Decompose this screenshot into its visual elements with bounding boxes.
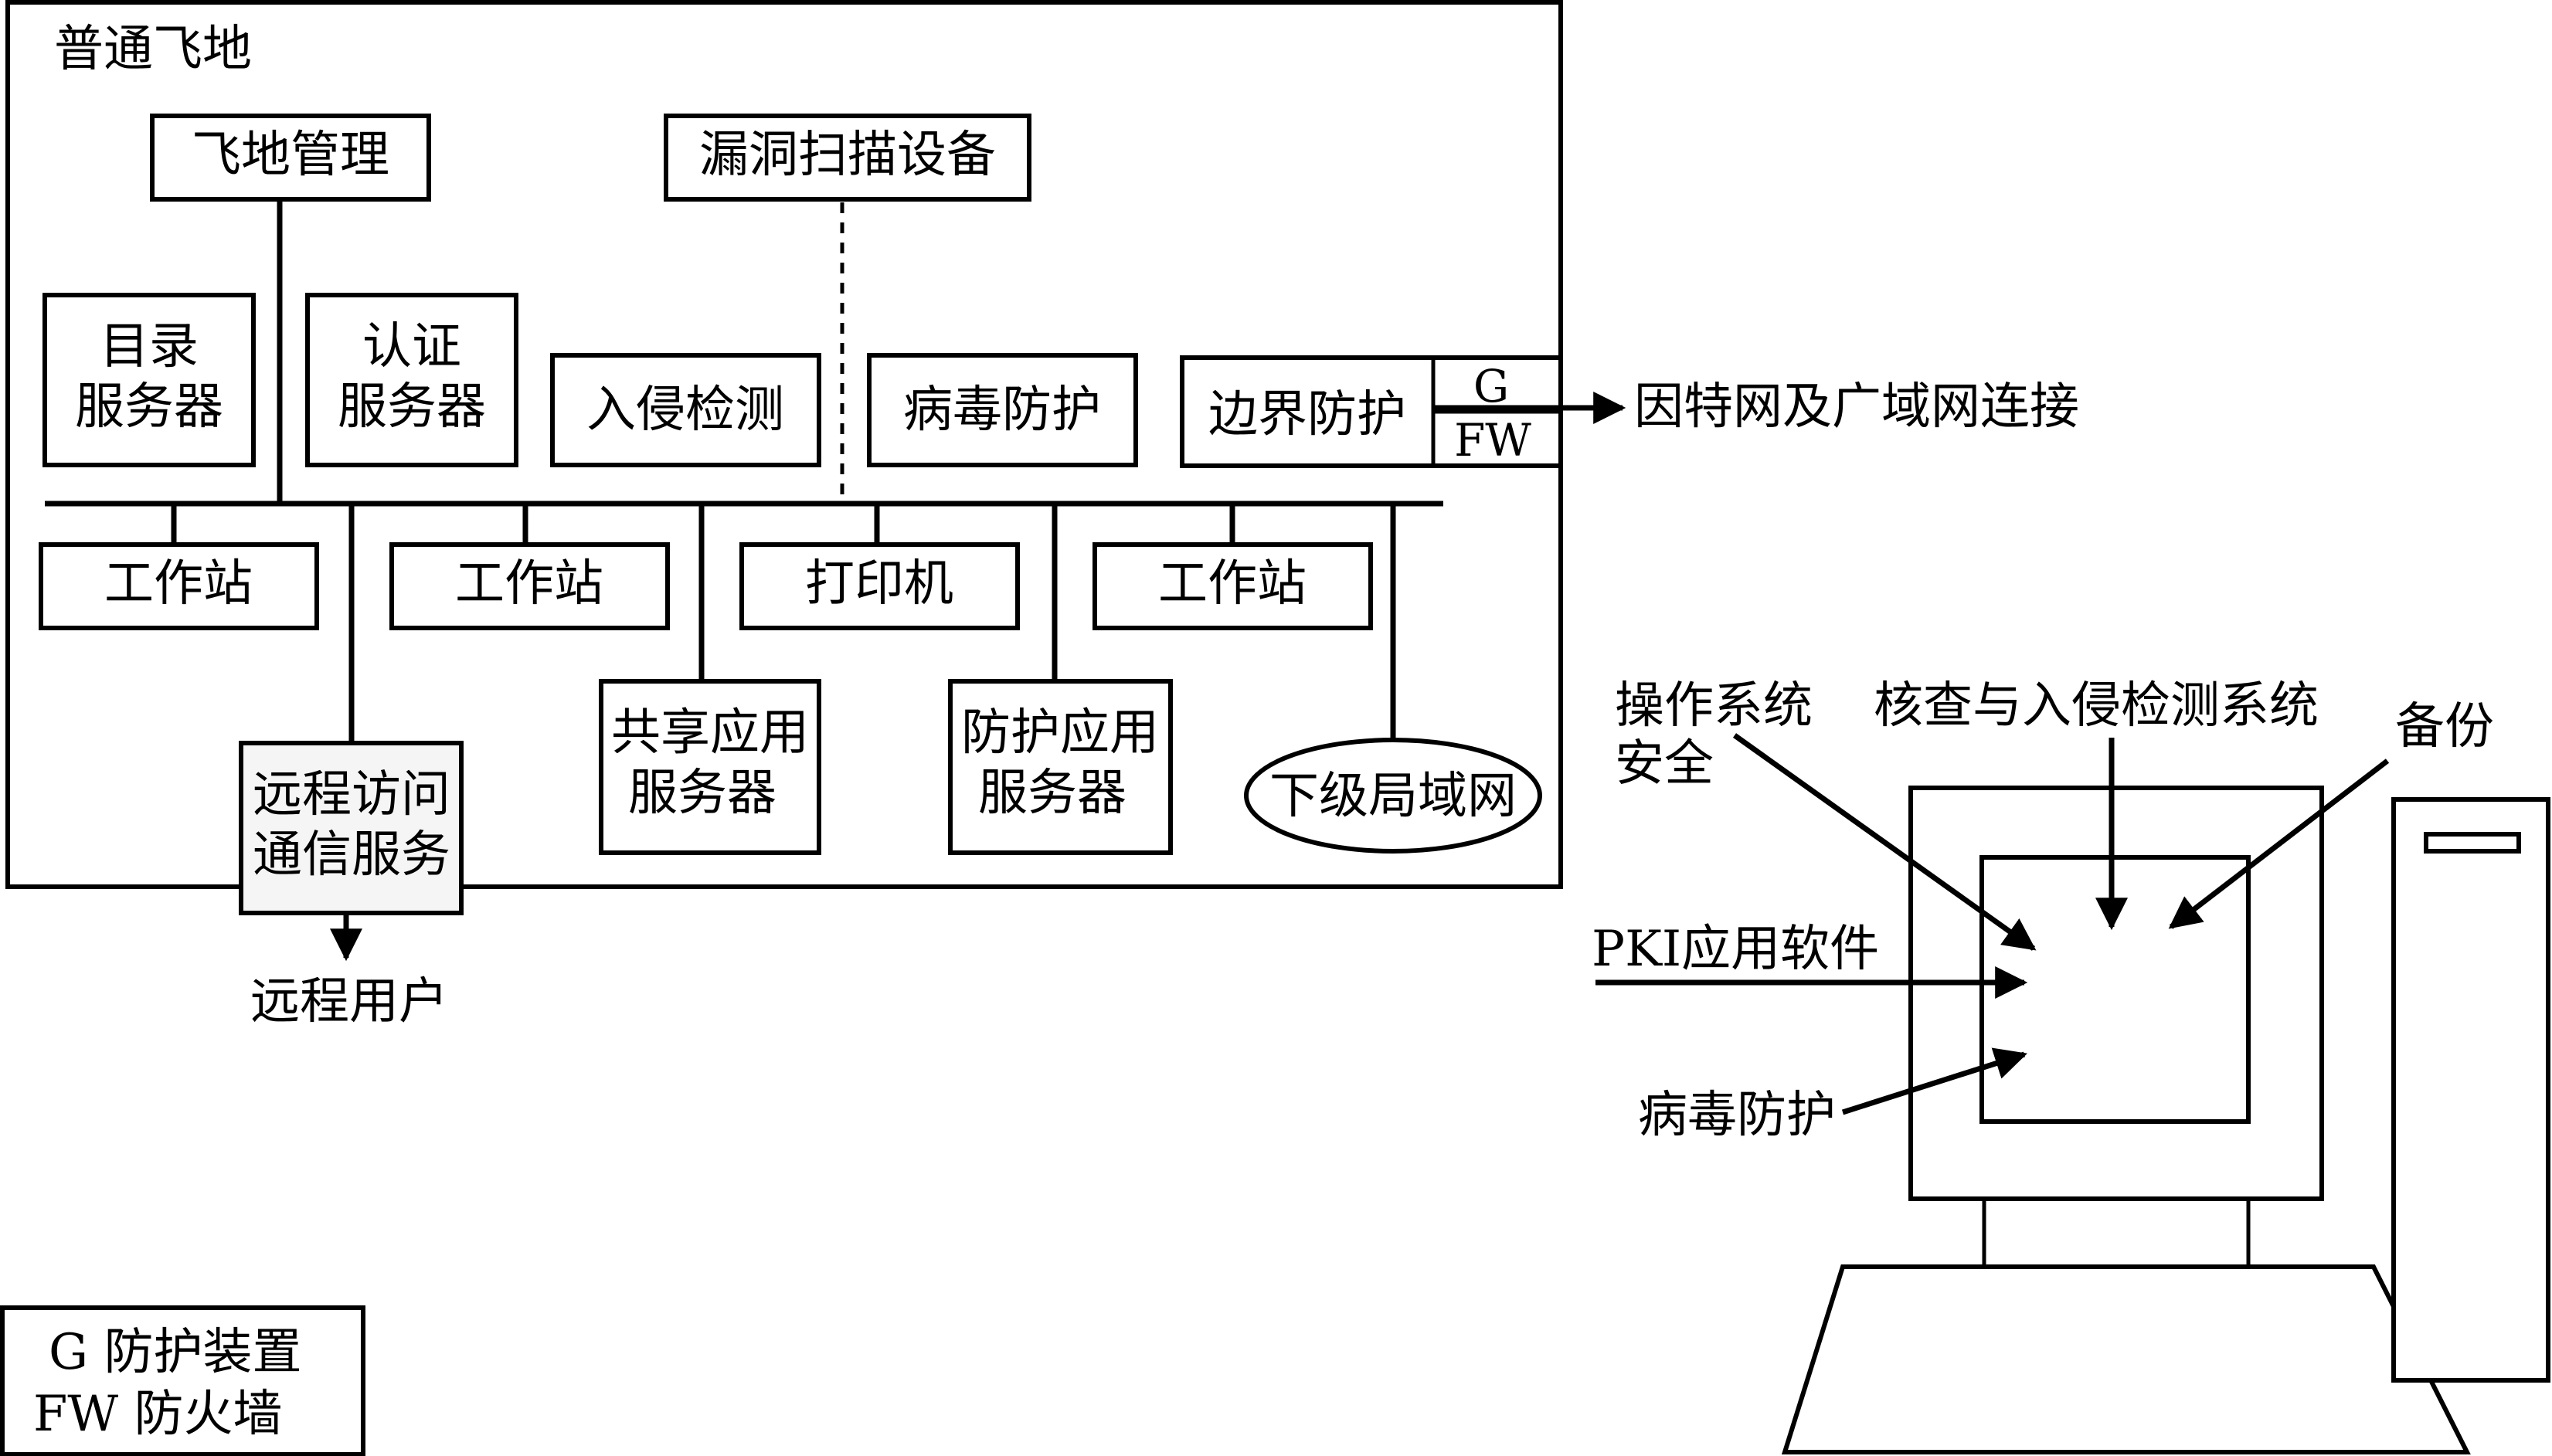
legend-box [0, 1305, 365, 1456]
shared-app-server-label-2: 服务器 [628, 765, 776, 822]
boundary-protection-label: 边界防护 [1208, 386, 1406, 443]
printer-label: 打印机 [805, 555, 953, 613]
workstation-3-label: 工作站 [1158, 555, 1307, 613]
desk-base [1781, 1264, 2471, 1454]
g-label: G [1473, 360, 1509, 412]
workstation-1-label: 工作站 [104, 555, 253, 613]
remote-access-label-1: 远程访问 [253, 766, 450, 823]
legend-fw: FW 防火墙 [33, 1386, 283, 1443]
legend-g: G 防护装置 [49, 1324, 301, 1381]
intrusion-detection-box [550, 353, 821, 467]
protection-app-server-label-1: 防护应用 [961, 704, 1159, 762]
os-security-label-2: 安全 [1615, 735, 1714, 792]
workstation-1-box [39, 542, 319, 630]
workstation-3-box [1093, 542, 1373, 630]
printer-box [739, 542, 1020, 630]
os-security-label-1: 操作系统 [1615, 677, 1813, 735]
os-security-arrow [1732, 733, 2037, 951]
pki-software-label: PKI应用软件 [1592, 921, 1879, 978]
auth-server-label-1: 认证 [362, 318, 461, 375]
remote-access-label-2: 通信服务 [253, 826, 450, 884]
vuln-scan-label: 漏洞扫描设备 [699, 127, 996, 184]
virus-protection-label: 病毒防护 [903, 382, 1101, 439]
pc-virus-protection-label: 病毒防护 [1638, 1087, 1836, 1144]
fw-label: FW [1454, 414, 1531, 467]
remote-access-box [239, 741, 464, 915]
virus-protection-box [867, 353, 1138, 467]
dir-server-label-2: 服务器 [75, 378, 223, 436]
enclave-mgmt-box [150, 114, 431, 202]
workstation-2-box [389, 542, 670, 630]
enclave-title: 普通飞地 [54, 21, 252, 78]
enclave-mgmt-label: 飞地管理 [192, 127, 389, 184]
internet-connection-label: 因特网及广域网连接 [1634, 378, 2079, 436]
tower-case [2391, 797, 2550, 1383]
protection-app-server-label-2: 服务器 [978, 765, 1126, 822]
dir-server-label-1: 目录 [100, 318, 199, 375]
pc-virus-protection-arrow [1841, 1047, 2028, 1115]
subordinate-lan-label: 下级局域网 [1269, 768, 1517, 825]
protection-app-server-box [948, 679, 1173, 855]
remote-user-label: 远程用户 [250, 973, 448, 1030]
subordinate-lan-ellipse [1244, 738, 1542, 854]
workstation-2-label: 工作站 [455, 555, 603, 613]
auth-server-label-2: 服务器 [338, 378, 486, 436]
backup-label: 备份 [2395, 698, 2494, 755]
intrusion-detection-label: 入侵检测 [586, 382, 784, 439]
vuln-scan-box [664, 114, 1031, 202]
tower-drive-slot [2424, 832, 2521, 854]
auth-server-box [305, 293, 518, 467]
shared-app-server-label-1: 共享应用 [611, 704, 809, 762]
dir-server-box [42, 293, 256, 467]
shared-app-server-box [599, 679, 821, 855]
audit-ids-label: 核查与入侵检测系统 [1874, 677, 2319, 735]
backup-arrow [2168, 759, 2390, 929]
